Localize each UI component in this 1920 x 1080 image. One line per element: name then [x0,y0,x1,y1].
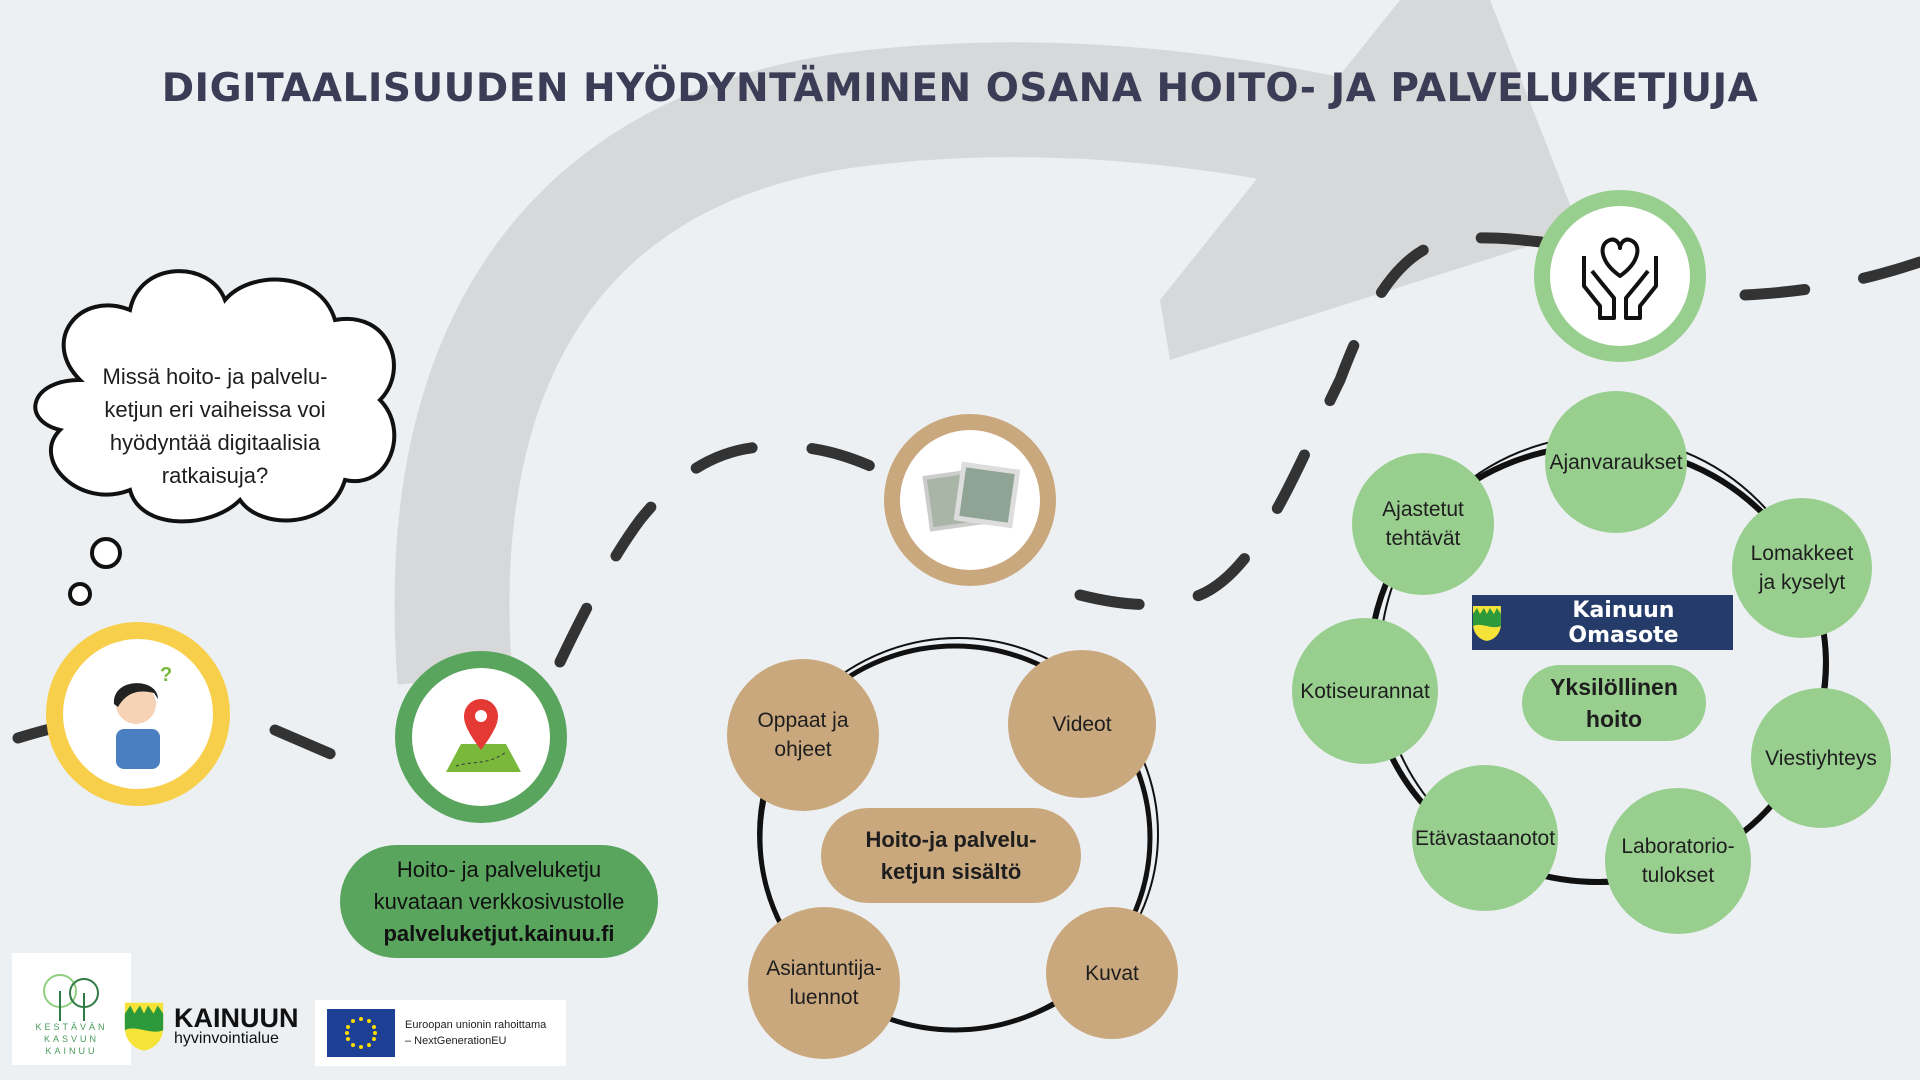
thought-bubble-text: Missä hoito- ja palvelu-ketjun eri vaihe… [102,364,328,488]
care-item: Ajastetut tehtävät [1352,453,1494,595]
step1-link[interactable]: palveluketjut.kainuu.fi [383,920,615,946]
kestava-kasvu-logo: KESTÄVÄN KASVUN KAINUU [12,953,131,1065]
care-item: Viestiyhteys [1751,688,1891,828]
logo-text: hyvinvointialue [174,1030,279,1047]
kainuu-crest-icon [1472,605,1501,641]
gray-arrow [394,42,1496,685]
care-item: Etävastaanotot [1412,765,1558,911]
logo-text: KAINUUN [174,1003,299,1033]
kainuun-hyvinvointialue-logo: KAINUUN hyvinvointialue [122,1000,299,1052]
map-pin-icon [446,699,521,772]
eu-flag-icon [327,1009,395,1057]
step1-line2: kuvataan verkkosivustolle [373,888,625,914]
step1-pill: Hoito- ja palveluketju kuvataan verkkosi… [340,845,658,958]
heart-hands-icon [1582,237,1658,320]
gray-arrow-head [1160,0,1580,360]
svg-text:?: ? [160,664,172,686]
content-center: Hoito-ja palvelu-ketjun sisältö [821,808,1081,903]
confused-person-icon: ? [113,664,172,769]
location-node [395,651,567,823]
care-item: Laboratorio-tulokset [1605,788,1751,934]
content-item: Asiantuntija-luennot [748,907,900,1059]
page-title: DIGITAALISUUDEN HYÖDYNTÄMINEN OSANA HOIT… [161,66,1759,111]
person-node: ? [46,622,230,806]
media-node [884,414,1056,586]
content-item: Videot [1008,650,1156,798]
logo-text: KAINUU [45,1046,98,1056]
logo-text: KESTÄVÄN [35,1022,108,1032]
care-item: Lomakkeet ja kyselyt [1732,498,1872,638]
care-node [1534,190,1706,362]
care-center: Yksilöllinen hoito [1522,665,1706,741]
step1-line1: Hoito- ja palveluketju [396,856,602,882]
eu-text: Euroopan unionin rahoittama – NextGenera… [405,1019,547,1047]
trees-icon [42,974,99,1021]
content-item: Oppaat ja ohjeet [727,659,879,811]
care-item: Ajanvaraukset [1545,391,1687,533]
thought-cloud [33,269,397,606]
photos-icon [922,461,1020,532]
kainuu-crest-icon [124,1002,164,1051]
logo-text: KASVUN [43,1034,99,1044]
eu-funding-logo: Euroopan unionin rahoittama – NextGenera… [315,1000,566,1066]
content-item: Kuvat [1046,907,1178,1039]
care-item: Kotiseurannat [1292,618,1438,764]
omasote-banner: Kainuun Omasote [1472,595,1733,650]
omasote-label: Kainuun Omasote [1568,597,1679,648]
